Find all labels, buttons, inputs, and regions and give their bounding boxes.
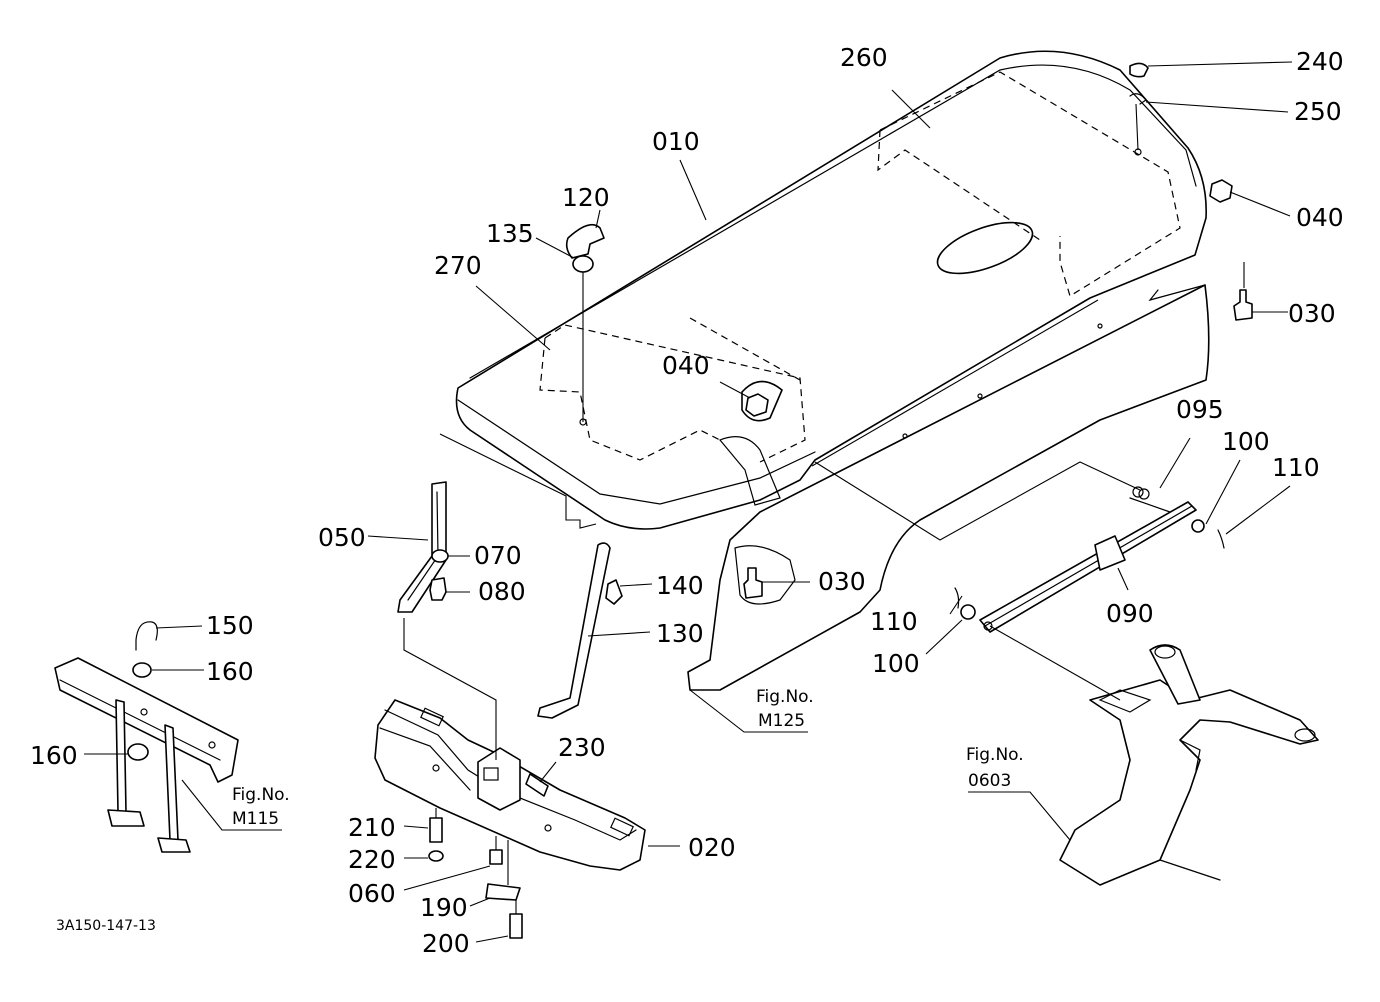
upper-bracket: [54, 657, 239, 783]
callout-030-right: 030: [1288, 299, 1336, 328]
callout-020: 020: [688, 833, 736, 862]
support-rod: [537, 542, 611, 719]
frame-0603: [989, 625, 1319, 886]
callout-200: 200: [422, 929, 470, 958]
callout-090: 090: [1106, 599, 1154, 628]
callout-160-upper: 160: [206, 657, 254, 686]
callout-210: 210: [348, 813, 396, 842]
callout-135: 135: [486, 219, 534, 248]
fig-ref-0603-label: Fig.No.: [966, 745, 1024, 765]
hood-front-edge: [469, 64, 1197, 379]
hardware: [428, 62, 1253, 939]
callout-260: 260: [840, 43, 888, 72]
callout-030-center: 030: [818, 567, 866, 596]
hood-vent-opening: [936, 221, 1034, 275]
fig-ref-m125-label: Fig.No.: [756, 687, 814, 707]
side-panel: [687, 284, 1210, 691]
callout-160-lower: 160: [30, 741, 78, 770]
figure-references: Fig.No. M115 Fig.No. M125 Fig.No. 0603: [232, 687, 1024, 829]
rod-130: [537, 542, 611, 719]
fig-ref-0603-number: 0603: [968, 771, 1011, 791]
fig-ref-m125-number: M125: [758, 711, 805, 731]
link-arm-assembly: [954, 486, 1225, 633]
callout-130: 130: [656, 619, 704, 648]
callout-110-left: 110: [870, 607, 918, 636]
callout-100-left: 100: [872, 649, 920, 678]
callout-220: 220: [348, 845, 396, 874]
callout-040-center: 040: [662, 351, 710, 380]
callout-095: 095: [1176, 395, 1224, 424]
fig-ref-m115-number: M115: [232, 809, 279, 829]
u-bolt-150: [135, 621, 158, 651]
hood-assembly: [455, 50, 1207, 530]
callout-050: 050: [318, 523, 366, 552]
callout-230: 230: [558, 733, 606, 762]
lower-frame: [1059, 679, 1319, 886]
link-arm: [979, 501, 1197, 633]
callout-040-right: 040: [1296, 203, 1344, 232]
callout-140: 140: [656, 571, 704, 600]
hood-stay: [397, 481, 447, 613]
front-bracket-assembly: [374, 699, 646, 871]
hood: [455, 50, 1207, 530]
callout-250: 250: [1294, 97, 1342, 126]
callout-110-right: 110: [1272, 453, 1320, 482]
spring-095: [1129, 486, 1171, 513]
leader-lines: [84, 61, 1293, 943]
callout-150: 150: [206, 611, 254, 640]
callout-010: 010: [652, 127, 700, 156]
callout-270: 270: [434, 251, 482, 280]
bracket-m115: [54, 621, 239, 853]
callout-100-right: 100: [1222, 427, 1270, 456]
callout-labels: 010 020 030 030 040 040 050 060 070 080 …: [30, 43, 1344, 958]
fig-ref-m115-label: Fig.No.: [232, 785, 290, 805]
callout-060: 060: [348, 879, 396, 908]
callout-080: 080: [478, 577, 526, 606]
callout-240: 240: [1296, 47, 1344, 76]
callout-120: 120: [562, 183, 610, 212]
callout-070: 070: [474, 541, 522, 570]
callout-190: 190: [420, 893, 468, 922]
side-cover-panel: [687, 284, 1210, 691]
drawing-code: 3A150-147-13: [56, 918, 156, 934]
